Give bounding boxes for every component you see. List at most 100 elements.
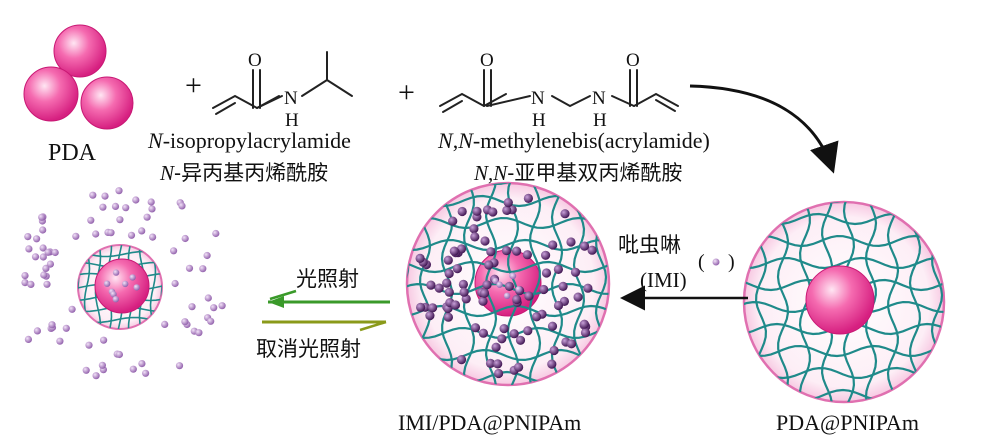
imi-molecule <box>199 265 207 273</box>
imi-molecule <box>482 280 492 290</box>
imi-molecule <box>509 329 519 339</box>
imi-molecule <box>523 193 534 203</box>
imi-molecule <box>24 335 32 343</box>
light-release-arrow <box>268 289 390 308</box>
imi-molecule <box>470 232 480 242</box>
imi-molecule <box>443 312 453 322</box>
imi-molecule <box>138 227 146 235</box>
imi-molecule <box>133 284 140 291</box>
imi-molecule <box>43 280 51 288</box>
imi-molecule <box>46 260 55 268</box>
imi-molecule <box>115 187 123 195</box>
imi-molecule <box>110 291 117 298</box>
imi-molecule <box>62 324 70 332</box>
imi-molecule <box>493 359 503 369</box>
mba-h-left: H <box>532 110 546 131</box>
imi-molecule <box>434 283 444 293</box>
light-on-label: 光照射 <box>296 267 359 291</box>
plus-1: + <box>185 69 202 102</box>
imi-molecule <box>488 207 498 217</box>
imi-molecule <box>539 284 549 295</box>
pda-sphere-right <box>80 76 134 130</box>
imi-molecule <box>178 202 186 210</box>
imi-molecule <box>170 247 178 255</box>
imi-molecule <box>494 368 504 379</box>
imi-molecule <box>195 329 203 337</box>
imi-molecule <box>143 213 151 221</box>
imi-molecule <box>207 317 215 325</box>
imi-molecule <box>40 271 48 279</box>
imi-molecule <box>444 287 454 297</box>
imi-molecule <box>450 300 461 310</box>
mba-n-left: N <box>531 88 545 109</box>
imi-molecule <box>478 328 488 338</box>
imi-molecule <box>92 372 100 380</box>
imi-molecule <box>560 209 570 219</box>
imi-molecule <box>579 241 590 251</box>
imi-molecule <box>132 196 140 204</box>
imi-molecule <box>566 237 576 247</box>
imi-molecule <box>456 355 467 365</box>
nipam-name-en: N-isopropylacrylamide <box>147 128 351 153</box>
imi-molecule <box>31 253 40 261</box>
imi-molecule <box>443 255 453 265</box>
imi-molecule <box>142 369 150 377</box>
light-off-label: 取消光照射 <box>256 337 361 361</box>
imi-molecule <box>532 312 542 322</box>
imi-molecule <box>101 192 109 200</box>
imi-molecule <box>112 269 120 276</box>
imi-molecule <box>457 206 467 217</box>
imi-molecule <box>566 339 577 349</box>
imi-molecule <box>522 250 533 260</box>
light-off-arrow <box>262 320 387 332</box>
imi-molecule-icon <box>712 258 720 266</box>
released-imi-molecules <box>21 187 226 380</box>
imi-molecule <box>175 362 184 370</box>
imi-molecule <box>497 334 507 344</box>
imi-molecule <box>472 206 482 216</box>
imi-molecule <box>24 233 32 241</box>
imi-molecule <box>416 302 426 312</box>
imi-molecule <box>502 205 512 215</box>
imi-molecule <box>496 281 503 288</box>
imi-molecule <box>51 248 59 257</box>
pda-core-small <box>94 258 150 314</box>
pda-pnipam-particle <box>742 200 946 404</box>
pda-sphere-left <box>23 66 79 122</box>
imi-molecule <box>547 321 558 331</box>
imi-molecule <box>44 248 52 256</box>
imi-molecule <box>503 292 511 299</box>
imi-molecule <box>449 246 459 256</box>
imi-molecule <box>100 336 108 344</box>
imi-molecule <box>549 345 559 356</box>
imi-molecule <box>452 264 462 274</box>
imi-molecule <box>444 268 454 279</box>
imi-molecule <box>448 216 458 226</box>
imi-molecule <box>478 296 488 306</box>
imi-molecule <box>99 203 107 211</box>
imi-molecule <box>204 294 212 302</box>
imi-molecule <box>127 231 136 239</box>
mba-structure: O N H O N H <box>439 50 679 131</box>
pda-pnipam-label: PDA@PNIPAm <box>776 410 919 435</box>
imi-molecule <box>39 253 47 261</box>
imi-molecule <box>515 335 526 345</box>
mba-o-right: O <box>626 50 640 71</box>
imi-molecule <box>212 229 220 238</box>
loaded-imi-molecules <box>415 193 597 379</box>
imi-molecule <box>149 233 157 241</box>
imi-molecule <box>548 240 558 250</box>
nipam-h: H <box>285 110 299 131</box>
nipam-o: O <box>248 50 262 71</box>
imi-molecule <box>428 303 438 313</box>
imi-molecule <box>511 246 522 256</box>
svg-text:(: ( <box>698 251 705 273</box>
imi-molecule <box>21 279 29 287</box>
imi-molecule <box>210 304 218 312</box>
imi-molecule <box>524 291 534 301</box>
imi-molecule <box>148 205 156 213</box>
imi-molecule <box>491 342 501 352</box>
pda-core-right <box>805 265 875 335</box>
mba-h-right: H <box>593 110 607 131</box>
